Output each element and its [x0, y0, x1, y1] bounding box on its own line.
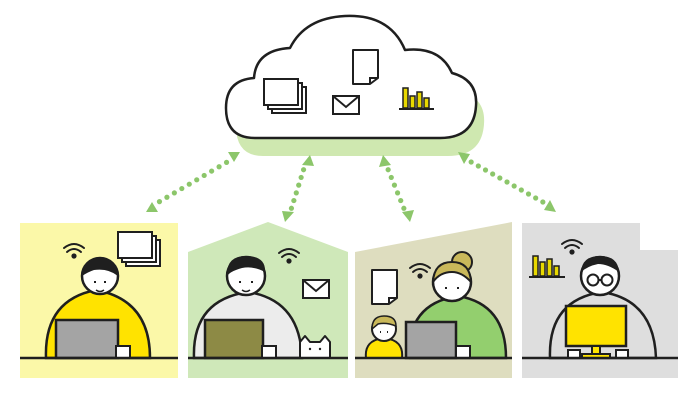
connection-dot [540, 199, 546, 205]
panel-office-gray [522, 223, 678, 378]
arrow-right [458, 152, 556, 212]
connection-dot [298, 174, 304, 181]
speech-bubble-stack-icon [117, 231, 161, 267]
connection-dot [518, 187, 524, 193]
connection-dot [296, 182, 302, 188]
cloud-body [224, 14, 478, 140]
panel-home-olive [355, 222, 512, 378]
connection-dot [300, 167, 307, 173]
connection-dot [497, 175, 503, 181]
wifi-icon [63, 243, 85, 259]
connection-dot [293, 190, 299, 196]
connection-dot [156, 199, 163, 205]
arrow-left [146, 152, 240, 212]
document-icon [352, 49, 379, 85]
person-child [364, 315, 404, 359]
document-icon [371, 269, 398, 305]
cat-icon [299, 335, 331, 359]
connection-dot [164, 194, 170, 200]
bar-chart-icon [529, 255, 565, 278]
mail-icon [332, 95, 360, 115]
connection-dot [394, 190, 401, 196]
mail-icon [302, 279, 330, 299]
connection-dot [482, 167, 489, 173]
cloud-icon [224, 14, 485, 156]
arrow-mid-right [379, 155, 414, 222]
connection-dot [525, 191, 532, 197]
connection-dot [385, 167, 391, 173]
connection-dot [186, 181, 192, 187]
connection-dot [490, 171, 496, 177]
connection-dot [533, 195, 539, 201]
connection-dot [398, 197, 404, 204]
connection-dot [171, 190, 177, 196]
connection-dot [468, 159, 474, 165]
connection-dot [504, 179, 510, 185]
arrow-mid-left [282, 155, 314, 222]
connection-arrows [146, 152, 556, 222]
connection-dot [201, 172, 207, 179]
connection-dot [511, 183, 517, 189]
wifi-icon [561, 239, 583, 255]
desktop-monitor [564, 304, 629, 359]
dotted-lines [156, 159, 546, 211]
connection-dot [209, 168, 215, 174]
connection-dot [216, 164, 222, 170]
wifi-icon [278, 248, 300, 264]
connection-dot [475, 163, 481, 169]
laptop [54, 318, 131, 360]
connection-dot [291, 197, 297, 204]
connection-dot [391, 182, 398, 188]
connection-dot [388, 174, 394, 181]
wifi-icon [409, 263, 431, 279]
glasses-icon [586, 273, 614, 287]
panel-home-yellow [20, 223, 178, 378]
laptop [203, 318, 277, 360]
connection-dot [194, 177, 200, 183]
documents-stack-icon [263, 78, 307, 114]
connection-dot [179, 185, 185, 192]
panel-home-green [188, 222, 348, 378]
bar-chart-icon [399, 87, 434, 110]
connection-dot [401, 205, 407, 211]
connection-dot [223, 159, 230, 165]
connection-dot [288, 205, 295, 211]
